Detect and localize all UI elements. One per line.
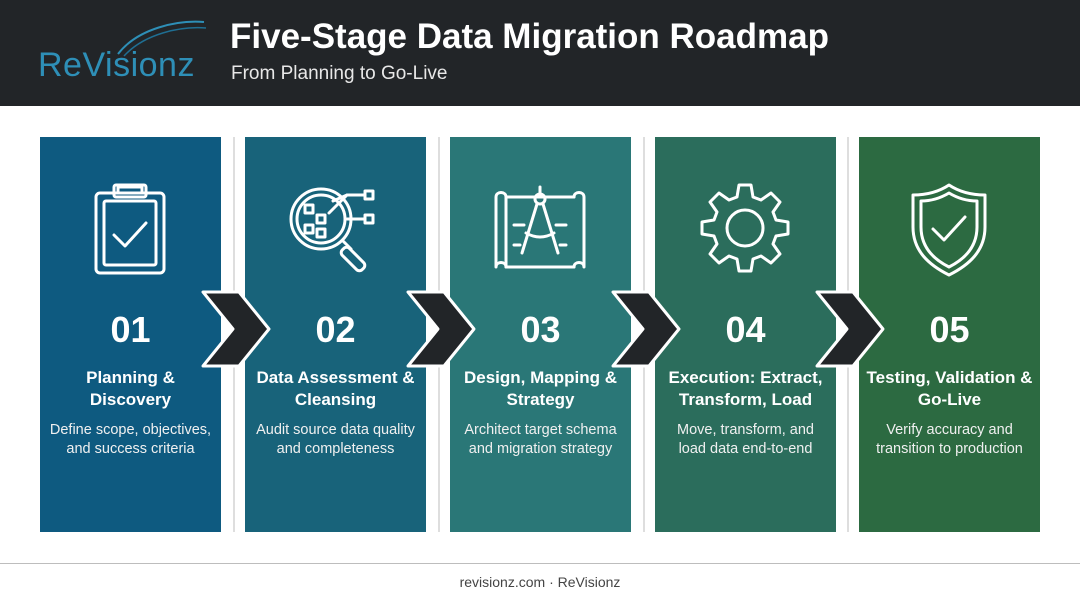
stage-number: 05 <box>929 309 970 350</box>
stage-description: Move, transform, and load data end-to-en… <box>677 422 814 457</box>
stage-number: 01 <box>110 309 151 350</box>
logo-swoosh-icon <box>117 20 207 57</box>
stage-name: Testing, Validation & Go-Live <box>866 368 1033 409</box>
stage-description: Architect target schema and migration st… <box>464 422 617 457</box>
chevron-right-icon <box>815 290 885 368</box>
chevron-right-icon <box>406 290 476 368</box>
chevron-right-icon <box>201 290 271 368</box>
stage-name: Data Assessment & Cleansing <box>256 368 415 409</box>
stage-number: 03 <box>520 309 561 350</box>
magnifier-data-icon <box>289 187 375 273</box>
stage-card-4: 04 Execution: Extract, Transform, Load M… <box>655 137 836 532</box>
stage-card-1: 01 Planning & Discovery Define scope, ob… <box>40 137 221 532</box>
stage-card-3: 03 Design, Mapping & Strategy Architect … <box>450 137 631 532</box>
stage-name: Planning & Discovery <box>86 368 175 409</box>
stage-number: 02 <box>315 309 356 350</box>
stage-number: 04 <box>725 309 766 350</box>
logo-text: ReVisionz <box>38 46 195 84</box>
footer-text: revisionz.com · ReVisionz <box>459 574 621 590</box>
stage-description: Verify accuracy and transition to produc… <box>876 422 1023 457</box>
blueprint-compass-icon <box>494 185 586 269</box>
shield-check-icon <box>911 183 987 277</box>
clipboard-check-icon <box>94 183 166 275</box>
page-subtitle: From Planning to Go-Live <box>231 63 448 84</box>
page-title: Five-Stage Data Migration Roadmap <box>230 17 829 56</box>
stage-name: Execution: Extract, Transform, Load <box>668 368 823 409</box>
header-bar: ReVisionz Five-Stage Data Migration Road… <box>0 0 1080 106</box>
chevron-right-icon <box>611 290 681 368</box>
stage-description: Define scope, objectives, and success cr… <box>49 422 212 457</box>
stage-card-5: 05 Testing, Validation & Go-Live Verify … <box>859 137 1040 532</box>
gear-icon <box>700 183 790 273</box>
stage-description: Audit source data quality and completene… <box>256 422 415 457</box>
stage-name: Design, Mapping & Strategy <box>464 368 617 409</box>
stage-card-2: 02 Data Assessment & Cleansing Audit sou… <box>245 137 426 532</box>
footer-divider <box>0 563 1080 564</box>
logo: ReVisionz <box>38 18 208 86</box>
